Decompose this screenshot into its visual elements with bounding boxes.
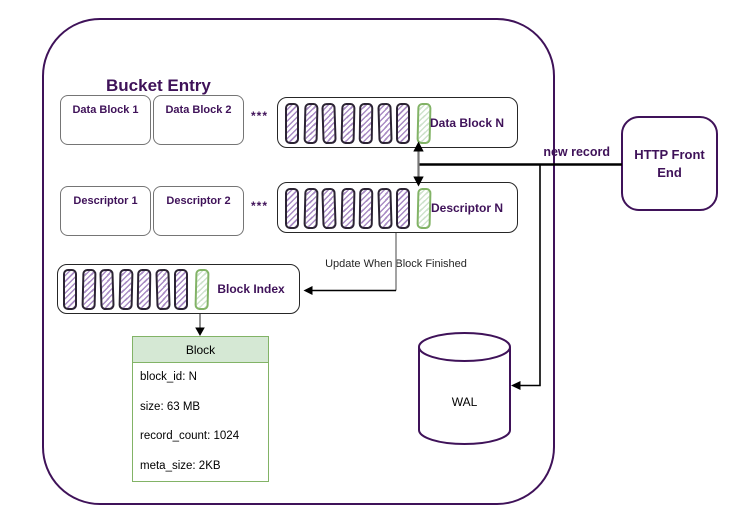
record-slot-bar xyxy=(303,187,318,230)
descriptor-n-slots xyxy=(285,187,431,230)
block-index-slots xyxy=(63,268,209,311)
record-slot-bar xyxy=(396,188,410,229)
data-block-n-label: Data Block N xyxy=(429,115,505,130)
wal-label: WAL xyxy=(451,395,478,409)
record-slot-bar xyxy=(321,102,337,145)
data-block-1-box: Data Block 1 xyxy=(60,95,151,145)
new-record-label: new record xyxy=(543,145,610,159)
descriptor-1-label: Descriptor 1 xyxy=(73,195,138,207)
record-slot-bar xyxy=(285,103,299,144)
record-slot-bar xyxy=(303,102,318,145)
descriptor-n-label: Descriptor N xyxy=(430,200,504,215)
block-index-box: Block Index xyxy=(57,264,300,314)
record-slot-bar xyxy=(136,268,152,311)
data-blocks-ellipsis: *** xyxy=(251,109,269,123)
http-front-end-label: HTTP Front End xyxy=(634,146,705,180)
descriptors-ellipsis: *** xyxy=(251,199,269,213)
record-slot-bar xyxy=(358,102,374,145)
http-front-end-box: HTTP Front End xyxy=(621,116,718,211)
bucket-entry-title: Bucket Entry xyxy=(106,76,211,95)
wal-cylinder-body xyxy=(418,347,511,445)
descriptor-2-box: Descriptor 2 xyxy=(153,186,244,236)
block-index-label: Block Index xyxy=(217,282,285,296)
record-slot-bar xyxy=(174,269,188,310)
update-when-block-finished-label: Update When Block Finished xyxy=(325,258,467,270)
data-block-n-slots xyxy=(285,102,431,145)
record-slot-bar xyxy=(376,102,393,145)
block-table-field-block-id: block_id: N xyxy=(140,371,197,383)
block-detail-table: Block block_id: N size: 63 MB record_cou… xyxy=(132,336,269,482)
record-slot-bar xyxy=(321,187,337,230)
data-block-n-box: Data Block N xyxy=(277,97,518,148)
record-slot-bar xyxy=(340,187,355,230)
block-table-field-size: size: 63 MB xyxy=(140,400,201,413)
block-table-field-meta-size: meta_size: 2KB xyxy=(140,459,221,472)
block-table-title: Block xyxy=(133,337,268,363)
record-slot-bar xyxy=(118,268,133,311)
record-slot-bar xyxy=(285,188,299,229)
record-slot-bar xyxy=(396,103,410,144)
descriptor-1-box: Descriptor 1 xyxy=(60,186,151,236)
record-slot-bar xyxy=(81,268,96,311)
record-slot-bar xyxy=(99,268,115,311)
active-slot-bar xyxy=(194,268,209,311)
data-block-2-box: Data Block 2 xyxy=(153,95,244,145)
record-slot-bar xyxy=(376,187,393,230)
wal-cylinder xyxy=(418,332,511,445)
descriptor-2-label: Descriptor 2 xyxy=(166,195,231,207)
block-table-field-record-count: record_count: 1024 xyxy=(140,430,240,442)
record-slot-bar xyxy=(358,187,374,230)
descriptor-n-box: Descriptor N xyxy=(277,182,518,233)
wal-cylinder-top xyxy=(418,332,511,362)
record-slot-bar xyxy=(63,269,77,310)
data-block-1-label: Data Block 1 xyxy=(72,104,139,116)
data-block-2-label: Data Block 2 xyxy=(165,104,232,116)
record-slot-bar xyxy=(154,268,171,311)
record-slot-bar xyxy=(340,102,355,145)
